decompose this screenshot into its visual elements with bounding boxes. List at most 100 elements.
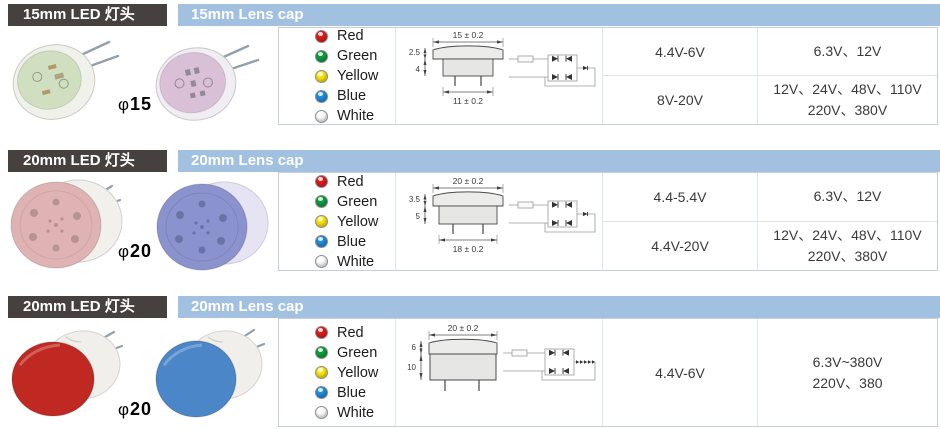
diameter-label: φ20 bbox=[70, 241, 200, 262]
svg-text:5: 5 bbox=[416, 212, 421, 221]
voltage-range-cell: 8V-20V bbox=[603, 76, 758, 124]
phi-symbol: φ bbox=[117, 95, 130, 114]
svg-text:3.5: 3.5 bbox=[409, 195, 421, 204]
color-item-green: Green bbox=[315, 194, 378, 210]
yellow-swatch-icon bbox=[315, 69, 328, 83]
color-item-yellow: Yellow bbox=[315, 365, 378, 381]
diameter-label: φ20 bbox=[70, 399, 200, 420]
led-lamp-photo-icon bbox=[11, 330, 124, 417]
color-list: Red Green Yellow Blue White bbox=[315, 28, 378, 124]
color-options-cell: Red Green Yellow Blue White bbox=[279, 319, 396, 426]
dimension-drawing-icon: 20 ± 0.2 18 ± 0.2 3.5 5 bbox=[409, 176, 596, 254]
red-swatch-icon bbox=[315, 175, 328, 188]
color-label: Green bbox=[337, 344, 378, 361]
voltage-line: 220V、380 bbox=[812, 374, 883, 391]
spec-table: Red Green Yellow Blue White 15 ± 0.2 bbox=[278, 27, 938, 125]
svg-text:2.5: 2.5 bbox=[409, 48, 421, 57]
dimension-drawing-icon: 20 ± 0.2 6 10 bbox=[407, 323, 596, 391]
red-swatch-icon bbox=[315, 326, 328, 339]
svg-text:15 ± 0.2: 15 ± 0.2 bbox=[453, 30, 484, 40]
color-label: Yellow bbox=[337, 213, 379, 230]
lens-cap-banner: 20mm Lens cap bbox=[178, 296, 940, 318]
color-label: White bbox=[337, 404, 375, 421]
lens-cap-banner: 15mm Lens cap bbox=[178, 4, 940, 26]
phi-symbol: φ bbox=[117, 400, 130, 419]
circuit-schematic-icon bbox=[509, 54, 596, 87]
color-label: Green bbox=[337, 48, 378, 64]
voltage-line: 6.3V、12V bbox=[813, 43, 882, 59]
banner-row: 15mm LED 灯头 15mm Lens cap bbox=[8, 4, 940, 26]
product-photo bbox=[4, 173, 130, 278]
rated-voltage-cell: 6.3V、12V bbox=[758, 173, 937, 222]
svg-text:20 ± 0.2: 20 ± 0.2 bbox=[453, 176, 484, 186]
product-photo bbox=[150, 321, 270, 426]
voltage-line: 220V、380V bbox=[807, 102, 888, 118]
voltage-line: 12V、24V、48V、110V bbox=[773, 226, 922, 243]
spec-table: Red Green Yellow Blue White 20 ± 0.2 bbox=[278, 318, 938, 427]
dimension-drawing-cell: 15 ± 0.2 11 ± 0.2 2.5 bbox=[396, 28, 603, 124]
color-label: Green bbox=[337, 193, 378, 210]
red-swatch-icon bbox=[315, 29, 328, 43]
rated-voltage-cell: 6.3V~380V 220V、380 bbox=[758, 319, 937, 426]
product-photo bbox=[148, 30, 266, 131]
color-item-blue: Blue bbox=[315, 88, 378, 104]
led-lamp-photo-icon bbox=[10, 179, 123, 269]
voltage-line: 6.3V~380V bbox=[812, 353, 883, 370]
diameter-value: 20 bbox=[130, 241, 153, 261]
product-photos: φ15 bbox=[0, 24, 278, 145]
color-item-white: White bbox=[315, 108, 378, 124]
led-head-banner: 15mm LED 灯头 bbox=[8, 4, 167, 26]
diameter-value: 20 bbox=[130, 399, 153, 419]
voltage-line: 6.3V、12V bbox=[813, 188, 882, 205]
voltage-range-cell: 4.4V-20V bbox=[603, 221, 758, 270]
phi-symbol: φ bbox=[117, 242, 130, 261]
yellow-swatch-icon bbox=[315, 366, 328, 379]
voltage-line: 220V、380V bbox=[807, 247, 888, 264]
lens-cap-banner: 20mm Lens cap bbox=[178, 150, 940, 172]
green-swatch-icon bbox=[315, 346, 328, 359]
product-photo bbox=[150, 175, 276, 280]
led-lamp-photo-icon bbox=[12, 40, 120, 120]
yellow-swatch-icon bbox=[315, 215, 328, 228]
color-item-green: Green bbox=[315, 48, 378, 64]
led-lamp-photo-icon bbox=[155, 44, 260, 121]
banner-row: 20mm LED 灯头 20mm Lens cap bbox=[8, 296, 940, 318]
color-label: Red bbox=[337, 324, 364, 341]
green-swatch-icon bbox=[315, 49, 328, 63]
svg-text:11 ± 0.2: 11 ± 0.2 bbox=[453, 96, 483, 106]
color-label: Blue bbox=[337, 88, 367, 104]
spec-table: Red Green Yellow Blue White 20 ± 0.2 bbox=[278, 172, 938, 271]
svg-text:4: 4 bbox=[416, 65, 421, 74]
voltage-range-cell: 4.4-5.4V bbox=[603, 173, 758, 222]
color-item-blue: Blue bbox=[315, 234, 378, 250]
white-swatch-icon bbox=[315, 109, 328, 123]
color-list: Red Green Yellow Blue White bbox=[315, 325, 378, 421]
color-label: White bbox=[337, 108, 375, 124]
color-options-cell: Red Green Yellow Blue White bbox=[279, 28, 396, 124]
color-item-red: Red bbox=[315, 325, 378, 341]
color-item-blue: Blue bbox=[315, 385, 378, 401]
dimension-drawing-cell: 20 ± 0.2 6 10 bbox=[396, 319, 603, 426]
product-photos: φ20 bbox=[0, 315, 278, 429]
color-label: White bbox=[337, 253, 375, 270]
white-swatch-icon bbox=[315, 406, 328, 419]
color-item-red: Red bbox=[315, 174, 378, 190]
color-item-red: Red bbox=[315, 28, 378, 44]
svg-text:18 ± 0.2: 18 ± 0.2 bbox=[453, 244, 484, 254]
circuit-schematic-icon bbox=[509, 200, 596, 232]
color-list: Red Green Yellow Blue White bbox=[315, 174, 378, 270]
color-options-cell: Red Green Yellow Blue White bbox=[279, 173, 396, 270]
rated-voltage-cell: 6.3V、12V bbox=[758, 28, 937, 76]
dimension-drawing-icon: 15 ± 0.2 11 ± 0.2 2.5 bbox=[409, 30, 596, 106]
color-label: Red bbox=[337, 28, 364, 44]
color-item-green: Green bbox=[315, 345, 378, 361]
color-item-white: White bbox=[315, 254, 378, 270]
dimension-drawing-cell: 20 ± 0.2 18 ± 0.2 3.5 5 bbox=[396, 173, 603, 270]
white-swatch-icon bbox=[315, 255, 328, 268]
led-head-banner: 20mm LED 灯头 bbox=[8, 296, 167, 318]
color-label: Yellow bbox=[337, 364, 379, 381]
green-swatch-icon bbox=[315, 195, 328, 208]
led-lamp-photo-icon bbox=[155, 328, 266, 418]
